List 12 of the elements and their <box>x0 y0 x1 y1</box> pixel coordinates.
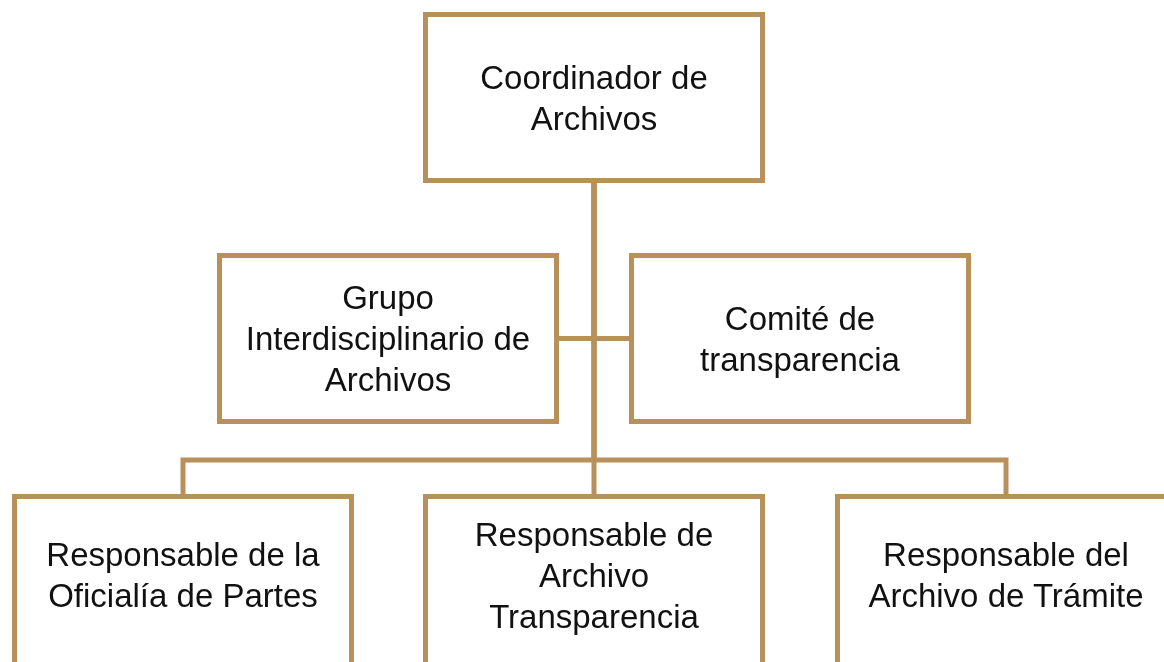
org-box <box>835 494 1164 662</box>
org-box <box>12 494 354 662</box>
org-box <box>423 494 765 662</box>
org-box <box>423 12 765 183</box>
org-box <box>629 253 971 424</box>
box-label: Responsable del Archivo de Trámite <box>867 535 1145 616</box>
org-box <box>217 253 559 424</box>
box-label: Grupo Interdisciplinario de Archivos <box>244 278 532 400</box>
box-label: Comité de transparencia <box>699 298 901 380</box>
box-label: Coordinador de Archivos <box>479 57 709 139</box>
box-label: Responsable de Archivo Transparencia <box>473 514 715 637</box>
box-label: Responsable de la Oficialía de Partes <box>45 535 321 616</box>
